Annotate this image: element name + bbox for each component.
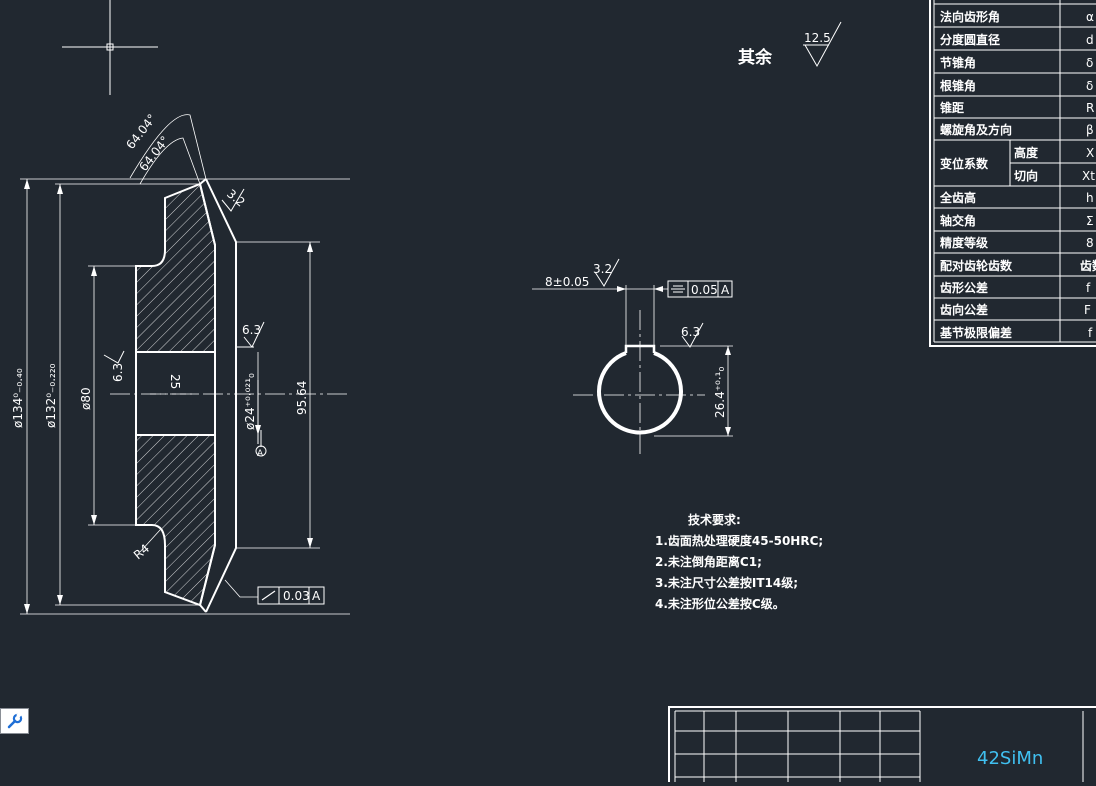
dim-pitch-dia-label: ø132⁰₋₀.₂₂₀ xyxy=(44,363,58,428)
dim-height-label: 95.64 xyxy=(295,381,309,415)
param-label-13: 齿向公差 xyxy=(940,302,988,317)
bore-outline xyxy=(135,351,216,436)
title-block xyxy=(668,706,1096,786)
roughness-note-symbol xyxy=(803,21,842,68)
symmetry-datum-label: A xyxy=(721,283,730,297)
param-value-1: d xyxy=(1086,33,1094,47)
dim-outer-dia-label: ø134⁰₋₀.₄₀ xyxy=(11,368,25,428)
wrench-tool-button[interactable] xyxy=(0,708,29,734)
param-value-13: F xyxy=(1084,303,1091,317)
keyway-view xyxy=(532,258,733,455)
dim-hub-length-label: 25 xyxy=(168,374,182,389)
bore-circle xyxy=(597,351,683,435)
symmetry-tol-label: 0.05 xyxy=(691,283,718,297)
param-value-10: 8 xyxy=(1086,236,1094,250)
keyway-rough-side-label: 6.3 xyxy=(681,325,700,339)
param-table xyxy=(929,0,1096,347)
param-label-1: 分度圆直径 xyxy=(940,32,1000,47)
runout-datum-label: A xyxy=(312,589,321,603)
keyway-width-label: 8±0.05 xyxy=(545,275,589,289)
tech-req-item-1: 1.齿面热处理硬度45-50HRC; xyxy=(655,533,823,548)
tech-req-title: 技术要求: xyxy=(688,512,741,527)
param-label-14: 基节极限偏差 xyxy=(939,325,1012,340)
keyway-rough-top-label: 3.2 xyxy=(593,262,612,276)
gear-section-view xyxy=(20,114,350,615)
crosshair-cursor xyxy=(62,0,158,95)
tech-req-item-3: 3.未注尺寸公差按IT14级; xyxy=(655,575,798,590)
fillet-radius-label: R4 xyxy=(131,541,152,562)
param-value-9: Σ xyxy=(1086,214,1094,228)
param-label-12: 齿形公差 xyxy=(940,280,988,295)
param-label-4: 锥距 xyxy=(940,100,964,115)
param-value-7: Xt xyxy=(1082,169,1095,183)
datum-label: A xyxy=(257,449,264,459)
param-value-3: δ xyxy=(1086,79,1093,93)
param-value-12: f xyxy=(1086,281,1091,295)
tech-req-item-2: 2.未注倒角距离C1; xyxy=(655,554,762,569)
param-value-0: α xyxy=(1086,10,1094,24)
param-label-8: 全齿高 xyxy=(939,190,976,205)
param-value-11: 齿数 xyxy=(1080,258,1096,273)
param-value-8: h xyxy=(1086,191,1094,205)
param-label-10: 精度等级 xyxy=(940,235,988,250)
keyway-depth-label: 26.4⁺⁰·¹₀ xyxy=(713,367,727,418)
param-label-11: 配对齿轮齿数 xyxy=(940,258,1013,273)
dim-hub-dia-label: ø80 xyxy=(79,387,93,410)
param-label-9: 轴交角 xyxy=(940,213,976,228)
runout-frame xyxy=(257,586,325,605)
param-value-2: δ xyxy=(1086,56,1093,70)
param-value-4: R xyxy=(1086,101,1094,115)
tech-req-item-4: 4.未注形位公差按C级。 xyxy=(655,596,785,611)
param-sub-7: 切向 xyxy=(1014,168,1038,183)
param-value-14: f xyxy=(1088,326,1093,340)
param-label-3: 根锥角 xyxy=(940,78,976,93)
rough-bore-right-label: 6.3 xyxy=(242,323,261,337)
param-label-6: 变位系数 xyxy=(940,156,989,171)
dim-bore-label: ø24⁺⁰·⁰²¹₀ xyxy=(243,373,257,430)
param-value-5: β xyxy=(1086,123,1094,137)
section-hatch-lower xyxy=(135,434,216,607)
symmetry-frame xyxy=(667,280,733,298)
roughness-note-value: 12.5 xyxy=(804,31,831,45)
param-value-6: X xyxy=(1086,146,1094,160)
runout-tol-label: 0.03 xyxy=(283,589,310,603)
param-label-0: 法向齿形角 xyxy=(940,9,1000,24)
roughness-note-label: 其余 xyxy=(738,47,773,68)
material-label: 42SiMn xyxy=(977,748,1043,769)
param-label-5: 螺旋角及方向 xyxy=(940,122,1012,137)
param-sub-6: 高度 xyxy=(1014,145,1039,160)
rough-bore-left-label: 6.3 xyxy=(111,363,125,382)
section-hatch-upper xyxy=(135,182,216,353)
param-label-2: 节锥角 xyxy=(940,55,976,70)
wrench-icon xyxy=(7,712,22,729)
